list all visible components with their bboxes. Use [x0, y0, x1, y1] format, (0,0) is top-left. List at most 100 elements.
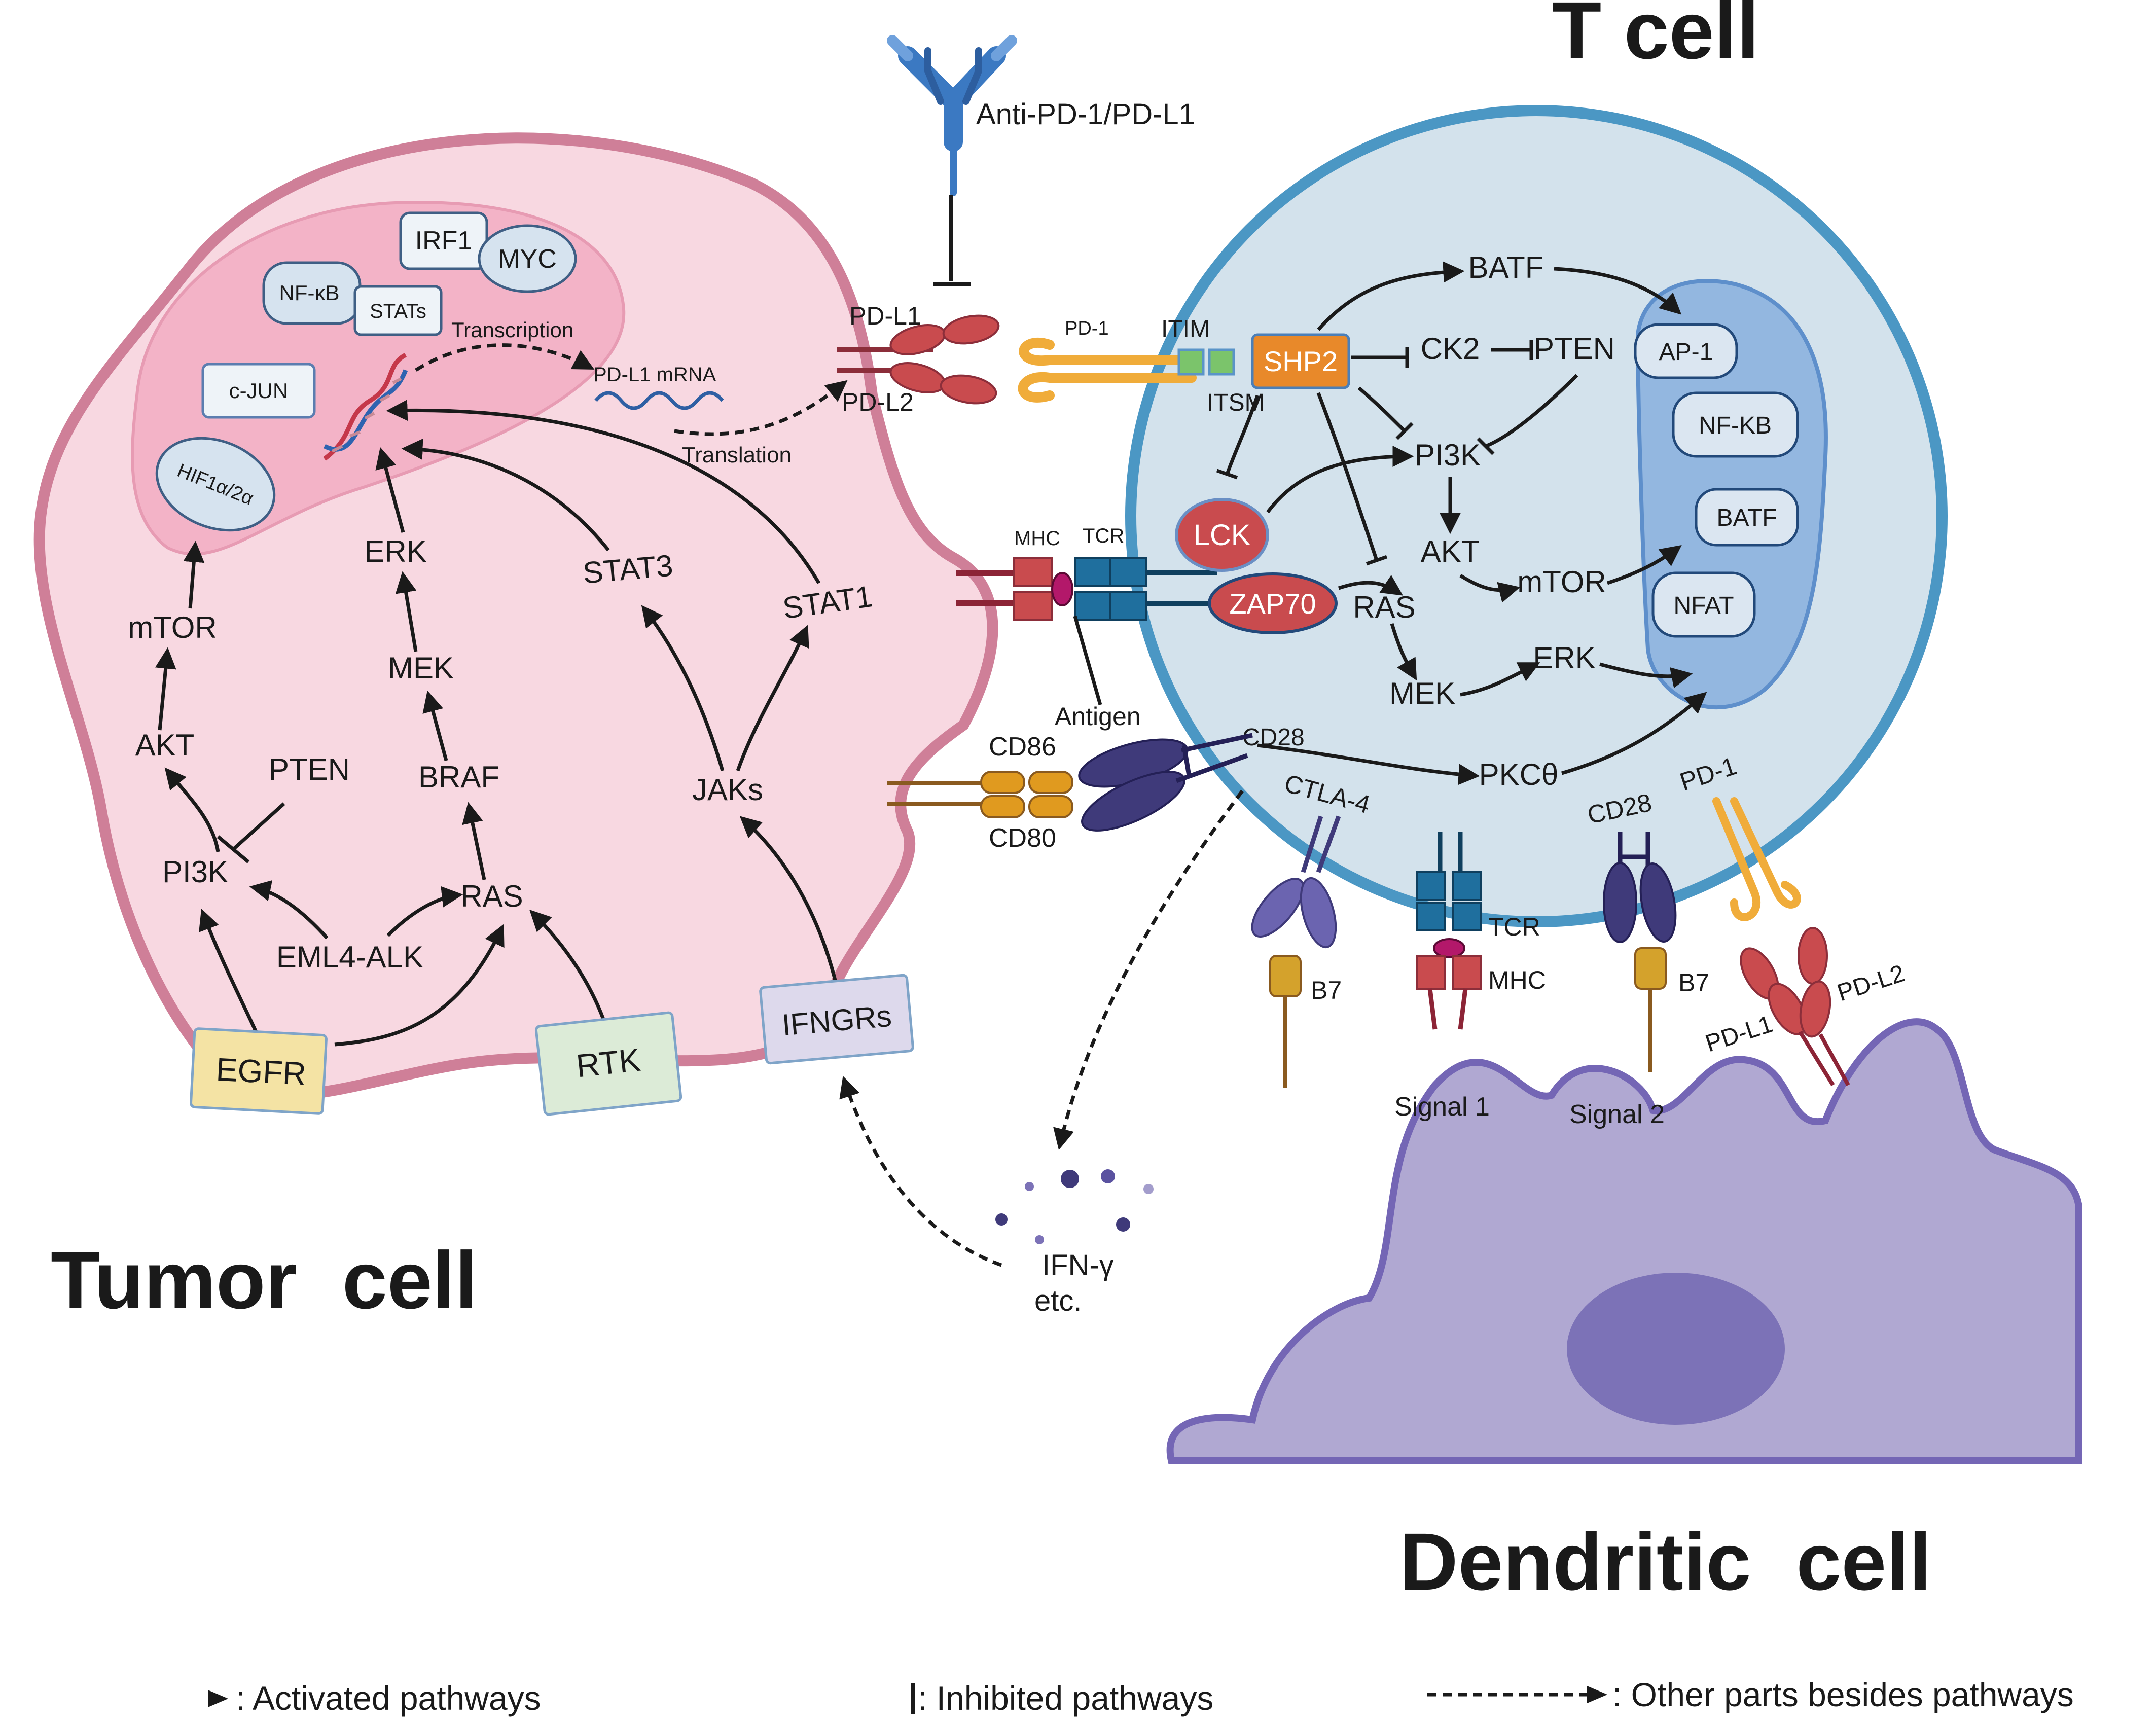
- ctla4-receptor: [1251, 815, 1341, 949]
- pd1-receptor: [1018, 337, 1197, 403]
- dc-pdl1-pdl2-ligands: [1740, 927, 1850, 1087]
- itim-motif: [1177, 348, 1205, 376]
- tumor-eml4alk-label: EML4-ALK: [276, 940, 423, 974]
- tcell-nfkb-box: [1672, 391, 1799, 458]
- nfat-label: NFAT: [1673, 592, 1734, 619]
- tumor-stat3-label: STAT3: [582, 548, 674, 590]
- antigen-label: Antigen: [1055, 702, 1141, 731]
- tumor-ras-label: RAS: [460, 879, 523, 913]
- tumor-activation-arrows: [155, 400, 839, 1047]
- signal-1-label: Signal 1: [1394, 1092, 1490, 1122]
- tumor-pdl1-label: PD-L1: [849, 302, 921, 330]
- tcell-ras-label: RAS: [1353, 590, 1415, 624]
- tumor-braf-label: BRAF: [418, 760, 499, 794]
- tcell-akt-label: AKT: [1421, 534, 1480, 568]
- rtk-receptor[interactable]: [534, 1011, 682, 1116]
- legend-inhibited-label: : Inhibited pathways: [918, 1679, 1213, 1717]
- pdl1-mrna-label: PD-L1 mRNA: [593, 364, 716, 386]
- pdl1-mrna-icon: [594, 391, 724, 410]
- myc-label: MYC: [498, 244, 557, 274]
- antibody-icon: [887, 35, 1017, 196]
- stats-box: [353, 285, 443, 336]
- synapse-mhc-label: MHC: [1014, 527, 1060, 550]
- translation-label: Translation: [682, 443, 792, 467]
- rtk-label: RTK: [574, 1041, 642, 1085]
- ifn-gamma-molecules: [995, 1169, 1154, 1244]
- tumor-mek-label: MEK: [388, 651, 454, 685]
- ifn-to-receptor-arrow: [839, 1076, 1002, 1267]
- tumor-jaks-label: JAKs: [692, 773, 763, 807]
- cd28-synapse-receptor: [1078, 733, 1253, 832]
- egfr-receptor[interactable]: [190, 1027, 328, 1115]
- ap1-label: AP-1: [1659, 339, 1713, 366]
- dc-pdl2-label: PD-L2: [1834, 960, 1908, 1006]
- transcription-arrow: [415, 343, 595, 372]
- dc-tcr-mhc-complex: [1416, 832, 1482, 1030]
- cd80-label: CD80: [989, 823, 1056, 853]
- b7-right-ligand: [1634, 947, 1667, 1072]
- tumor-mtor-label: mTOR: [128, 610, 217, 644]
- dendritic-cell-title: Dendritic cell: [1399, 1516, 1931, 1607]
- dc-pdl1-label: PD-L1: [1702, 1011, 1776, 1057]
- pdl2-ligand: [837, 362, 997, 405]
- tcell-inhibition-arrows: [1216, 340, 1578, 566]
- tcell-batf-top-label: BATF: [1468, 250, 1544, 284]
- tumor-akt-label: AKT: [135, 728, 195, 762]
- cjun-label: c-JUN: [229, 379, 289, 403]
- tcell-pten-label: PTEN: [1534, 332, 1615, 366]
- zap70-label: ZAP70: [1229, 588, 1316, 620]
- dendritic-cell-nucleus: [1567, 1273, 1785, 1425]
- itsm-motif: [1208, 348, 1235, 376]
- dc-pd1-receptor: [1712, 797, 1801, 921]
- ifngrs-receptor[interactable]: [759, 974, 914, 1065]
- tumor-pi3k-label: PI3K: [162, 855, 228, 889]
- cjun-box: [201, 363, 316, 419]
- tcell-nfkb-label: NF-KB: [1699, 412, 1772, 439]
- shp2-label: SHP2: [1264, 345, 1338, 377]
- ifn-etc-label: etc.: [1034, 1284, 1082, 1317]
- pkc-theta-label: PKCθ: [1479, 758, 1559, 791]
- cd80-cd86-ligands: [887, 771, 1073, 818]
- nfat-box: [1651, 571, 1756, 638]
- t-cell-title: T cell: [1552, 0, 1759, 76]
- dc-cd28-receptor: [1603, 832, 1677, 943]
- tumor-pten-label: PTEN: [269, 752, 350, 786]
- tumor-cell-title: Tumor cell: [51, 1235, 478, 1325]
- pdl1-ligand: [837, 314, 1000, 355]
- ifn-gamma-label: IFN-γ: [1042, 1249, 1114, 1282]
- lck-node: [1175, 498, 1269, 572]
- itim-label: ITIM: [1161, 316, 1210, 343]
- ifn-release-arrow: [1053, 789, 1244, 1150]
- b7-left-label: B7: [1311, 976, 1342, 1004]
- translation-arrow: [674, 380, 848, 436]
- tumor-erk-label: ERK: [364, 534, 426, 568]
- nfkb-label: NF-κB: [279, 281, 340, 305]
- tcell-mtor-label: mTOR: [1517, 565, 1606, 599]
- synapse-mhc-tcr-complex: [956, 557, 1217, 621]
- dendritic-cell-body: [1166, 1018, 2082, 1464]
- tumor-inhibition-arrows: [217, 802, 285, 864]
- legend: : Activated pathways : Inhibited pathway…: [56, 1676, 2074, 1717]
- tcell-batf-label: BATF: [1716, 505, 1777, 531]
- lck-label: LCK: [1194, 519, 1251, 552]
- tcell-batf-box: [1695, 488, 1799, 547]
- dna-icon: [323, 352, 408, 461]
- cd86-label: CD86: [989, 732, 1056, 762]
- dc-tcr-label: TCR: [1488, 913, 1540, 941]
- stats-label: STATs: [370, 300, 426, 322]
- pd1-label: PD-1: [1065, 318, 1109, 339]
- tcell-mek-label: MEK: [1389, 676, 1455, 710]
- legend-other-label: : Other parts besides pathways: [1612, 1676, 2074, 1713]
- dc-mhc-label: MHC: [1488, 966, 1546, 994]
- b7-left-ligand: [1269, 955, 1302, 1088]
- legend-activated-label: : Activated pathways: [236, 1679, 541, 1717]
- tcell-activation-arrows: [1257, 261, 1707, 785]
- b7-right-label: B7: [1678, 968, 1709, 997]
- myc-oval: [478, 224, 577, 293]
- synapse-tcr-label: TCR: [1083, 525, 1124, 547]
- tcell-pi3k-label: PI3K: [1415, 438, 1481, 472]
- tcell-erk-label: ERK: [1533, 641, 1595, 675]
- hif-oval: [155, 437, 276, 532]
